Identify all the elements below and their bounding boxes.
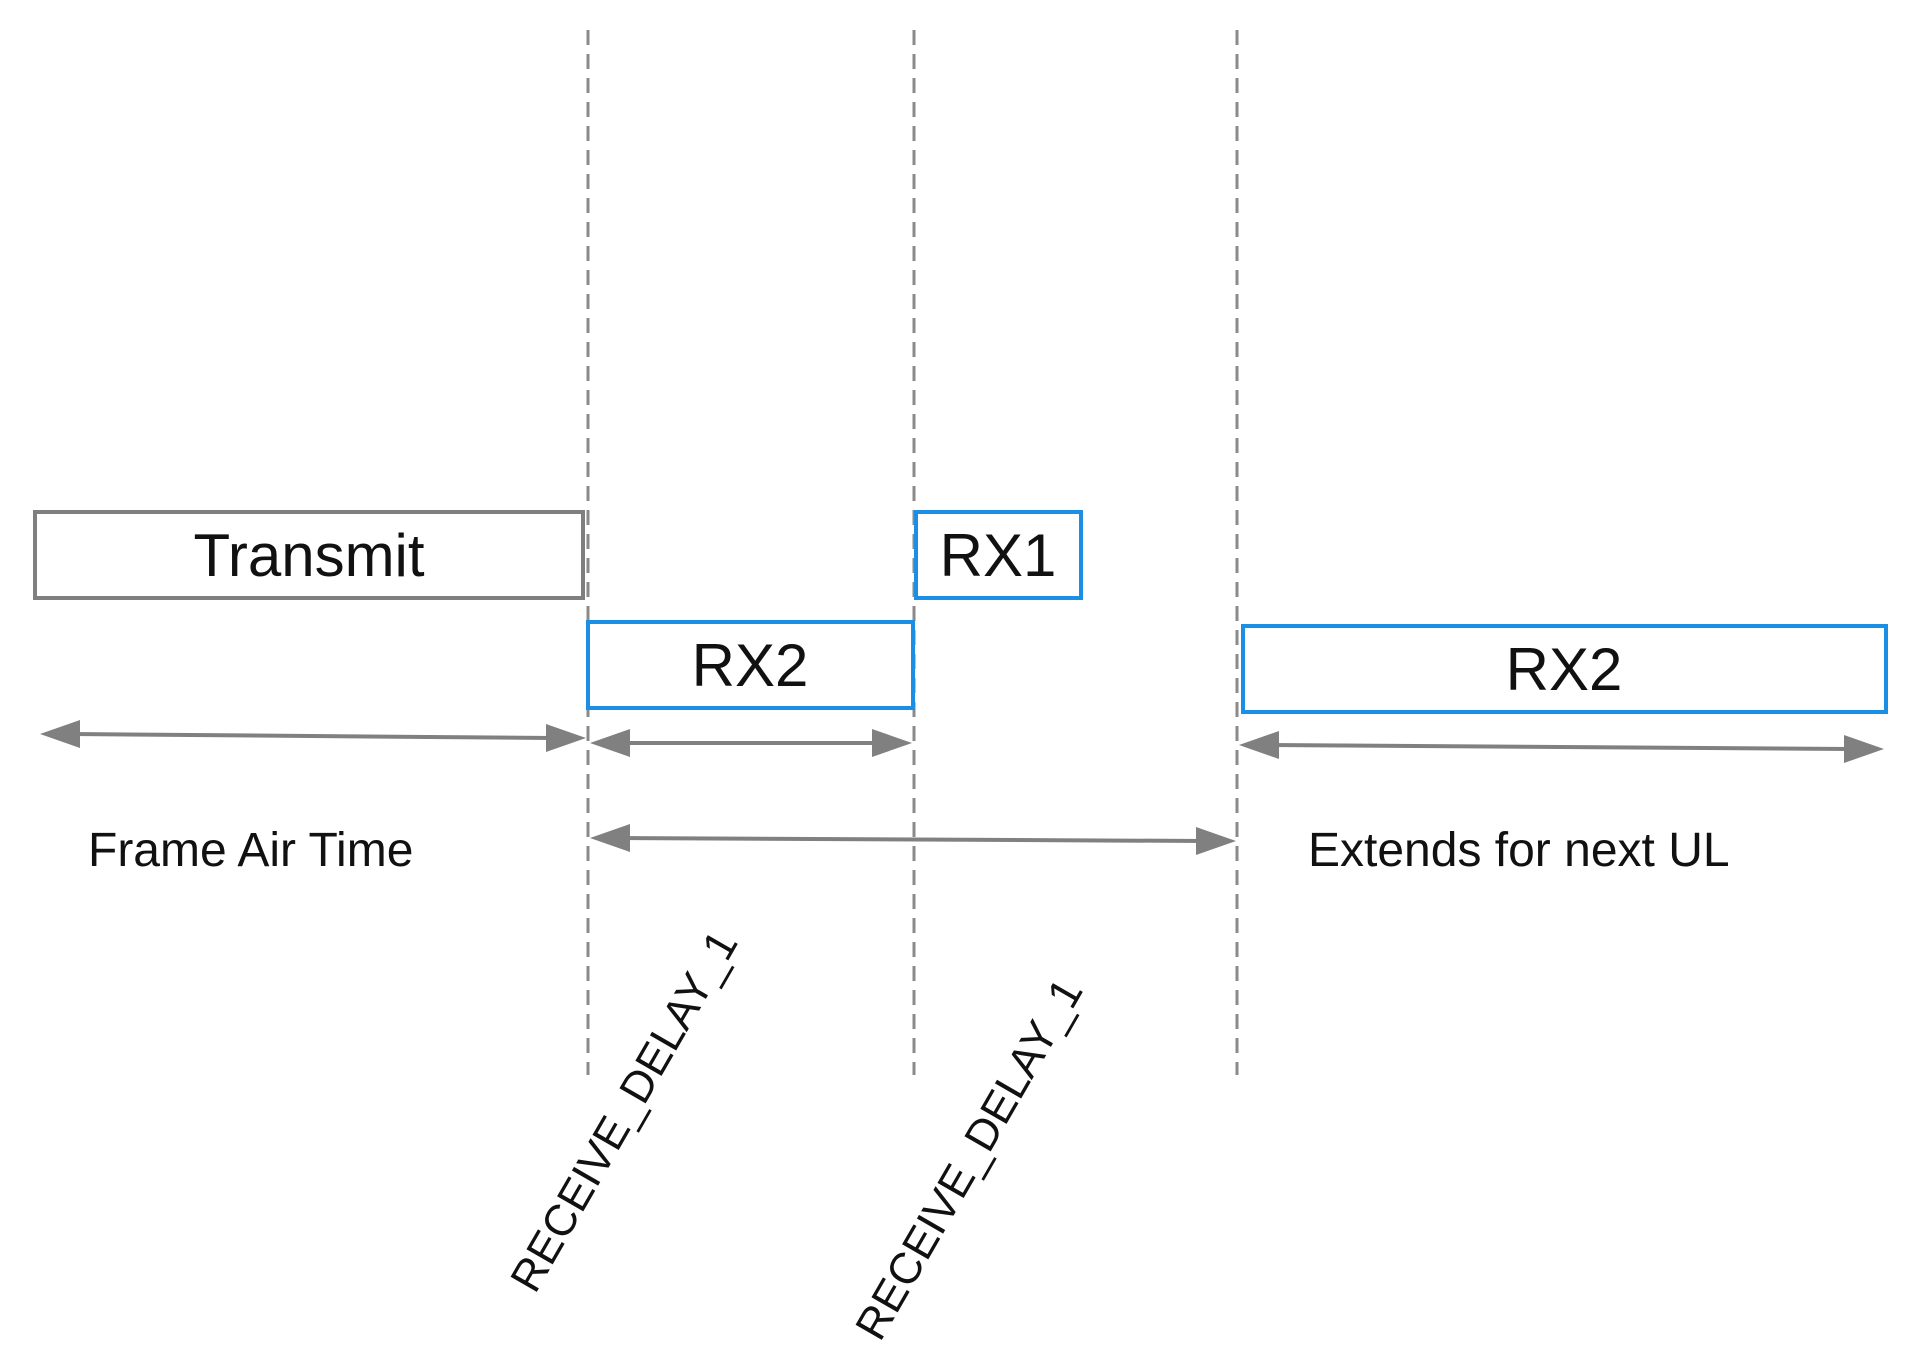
- rx2-label-first: RX2: [692, 632, 809, 699]
- rx2-window-second: RX2: [1241, 624, 1888, 714]
- receive-delay-label-first: RECEIVE_DELAY_1: [501, 922, 747, 1300]
- arrow-head-right: [872, 729, 912, 757]
- transmit-label: Transmit: [193, 522, 424, 589]
- arrow-head-right: [546, 724, 586, 752]
- arrow-head-left: [1239, 731, 1279, 759]
- rx2-box-first: [586, 620, 915, 710]
- transmit-window: Transmit: [33, 510, 585, 600]
- rx2-label-second: RX2: [1506, 636, 1623, 703]
- arrow-head-left: [590, 824, 630, 852]
- rx1-box: [914, 510, 1083, 600]
- rx2-second-extends-arrow: [1239, 731, 1884, 763]
- transmit-box: [33, 510, 585, 600]
- arrow-head-right: [1196, 827, 1236, 855]
- frame-air-time-arrow: [40, 720, 586, 752]
- rx1-label: RX1: [940, 522, 1057, 589]
- extends-for-next-ul-caption: Extends for next UL: [1308, 824, 1730, 877]
- rx2-window-first: RX2: [586, 620, 915, 710]
- frame-air-time-caption: Frame Air Time: [88, 824, 413, 877]
- arrow-head-left: [590, 729, 630, 757]
- rx2-box-second: [1241, 624, 1888, 714]
- arrow-head-left: [40, 720, 80, 748]
- receive-delay-label-second: RECEIVE_DELAY_1: [846, 970, 1092, 1348]
- rx1-window: RX1: [914, 510, 1083, 600]
- receive-delay-span-arrow: [590, 824, 1236, 855]
- rx2-first-duration-arrow: [590, 729, 912, 757]
- arrow-head-right: [1844, 735, 1884, 763]
